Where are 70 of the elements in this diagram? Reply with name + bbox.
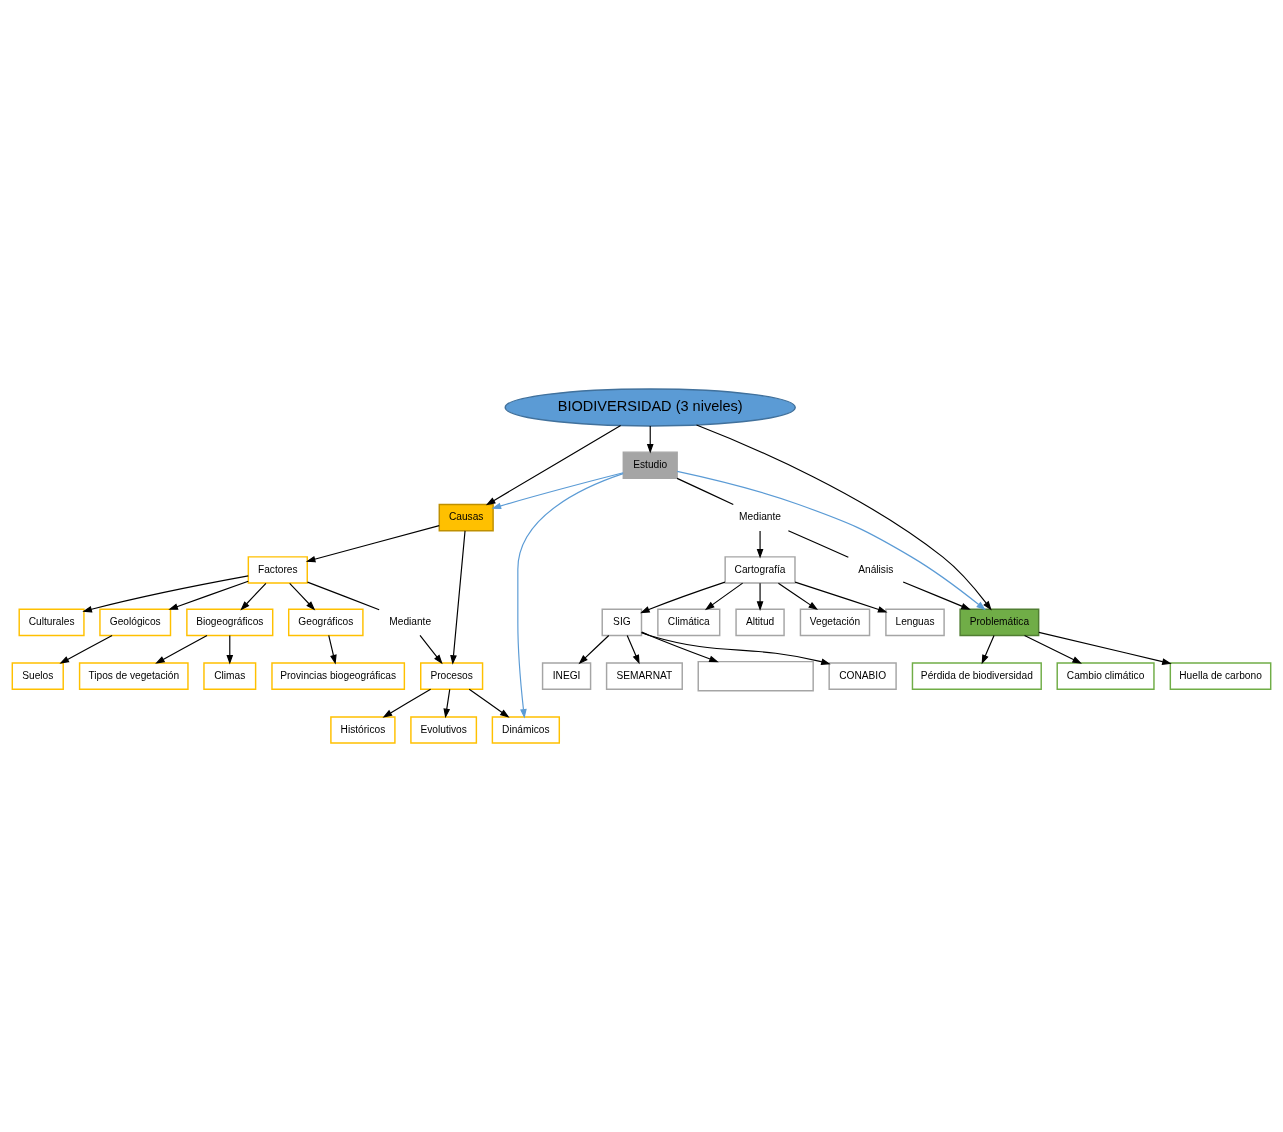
- node-box: Dinámicos: [491, 716, 561, 744]
- node-box: Problemática: [959, 608, 1040, 637]
- arrow: [168, 580, 249, 610]
- arrow: [450, 530, 466, 665]
- node-box: Geográficos: [288, 608, 364, 637]
- node-box: SIG: [601, 608, 643, 637]
- arrow: [1038, 631, 1172, 665]
- node-box: Huella de carbono: [1169, 662, 1272, 690]
- node-box: Climática: [657, 608, 721, 637]
- node-box: Culturales: [18, 608, 85, 637]
- node-box: Estudio: [622, 451, 678, 480]
- arrow: [485, 425, 622, 506]
- node-box: Procesos: [420, 662, 484, 690]
- arrow: [902, 581, 971, 610]
- arrow: [756, 582, 764, 611]
- arrow: [240, 582, 267, 611]
- arrow: [1023, 634, 1082, 664]
- node-box: Climas: [203, 662, 257, 690]
- arrow: [641, 631, 719, 663]
- arrow: [676, 470, 986, 611]
- arrow: [646, 425, 654, 454]
- arrow: [626, 634, 640, 665]
- arrow: [328, 634, 337, 665]
- arrow: [468, 688, 510, 718]
- connector: [676, 477, 734, 506]
- arrow: [226, 634, 234, 665]
- arrow: [289, 582, 316, 611]
- arrow: [382, 688, 432, 718]
- arrow: [756, 530, 764, 559]
- node-ellipse: BIODIVERSIDAD (3 niveles): [504, 388, 796, 427]
- node-box: [697, 660, 814, 692]
- arrow: [777, 582, 819, 611]
- arrow: [155, 634, 208, 664]
- node-text: Análisis: [858, 563, 894, 575]
- arrow: [491, 472, 624, 510]
- arrow: [695, 424, 992, 611]
- arrow: [517, 473, 624, 719]
- node-text: Mediante: [739, 511, 781, 523]
- node-box: CONABIO: [828, 662, 897, 690]
- node-box: SEMARNAT: [605, 662, 683, 690]
- arrow: [59, 634, 113, 664]
- node-text: Mediante: [389, 616, 432, 628]
- arrow: [704, 582, 744, 611]
- node-box: Evolutivos: [410, 716, 478, 744]
- node-box: Altitud: [735, 608, 785, 637]
- connector: [306, 581, 380, 611]
- arrow: [640, 632, 831, 665]
- arrow: [981, 634, 995, 665]
- node-box: Factores: [247, 556, 308, 584]
- node-box: Provincias biogeográficas: [271, 662, 406, 690]
- node-box: INEGI: [541, 662, 592, 690]
- node-box: Históricos: [330, 716, 396, 744]
- arrow: [443, 688, 451, 719]
- node-box: Vegetación: [799, 608, 871, 637]
- arrow: [794, 581, 888, 613]
- node-box: Tipos de vegetación: [78, 662, 189, 690]
- arrow: [419, 634, 443, 665]
- node-box: Lenguas: [885, 608, 945, 637]
- node-box: Causas: [438, 503, 494, 532]
- arrow: [305, 525, 440, 563]
- node-box: Cartografía: [724, 556, 796, 584]
- node-box: Geológicos: [99, 608, 172, 637]
- connector: [787, 530, 849, 558]
- node-box: Suelos: [11, 662, 64, 690]
- arrow: [578, 634, 610, 665]
- arrow: [640, 581, 726, 614]
- arrow: [82, 575, 249, 613]
- node-box: Biogeográficos: [186, 608, 274, 637]
- node-box: Cambio climático: [1056, 662, 1155, 690]
- node-box: Pérdida de biodiversidad: [911, 662, 1042, 690]
